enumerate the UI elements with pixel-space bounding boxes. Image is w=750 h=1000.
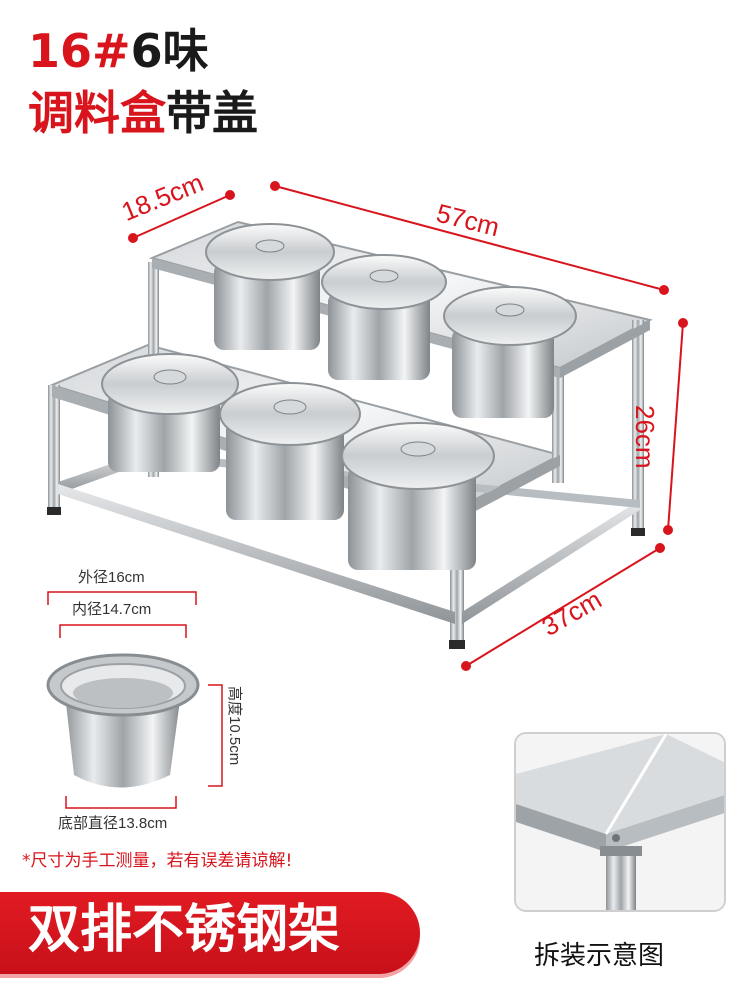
pot-inner-diameter: 内径14.7cm	[72, 601, 152, 618]
pot-measure-brackets	[47, 591, 223, 809]
pot-bottom-diameter: 底部直径13.8cm	[58, 815, 168, 832]
measurement-disclaimer: *尺寸为手工测量，若有误差请谅解!	[22, 851, 293, 871]
banner-text: 双排不锈钢架	[28, 900, 341, 960]
dim-height-label: 26cm	[630, 405, 660, 469]
title-lid: 带盖	[166, 86, 258, 140]
product-title-line2: 调料盒带盖	[28, 90, 258, 136]
assembly-detail-image	[516, 734, 724, 910]
title-flavors: 6味	[130, 24, 209, 78]
pot-height: 高度10.5cm	[226, 686, 243, 766]
title-number: 16#	[28, 24, 131, 78]
title-box: 调料盒	[28, 86, 166, 140]
upper-pots	[205, 223, 577, 418]
dimension-lines	[128, 181, 688, 671]
lower-pots	[101, 353, 495, 570]
assembly-detail-inset	[514, 732, 726, 912]
single-pot	[46, 653, 200, 788]
product-banner: 双排不锈钢架	[0, 892, 420, 974]
pot-outer-diameter: 外径16cm	[78, 569, 145, 586]
assembly-caption: 拆装示意图	[534, 941, 665, 971]
product-title-line1: 16#6味	[28, 28, 209, 74]
